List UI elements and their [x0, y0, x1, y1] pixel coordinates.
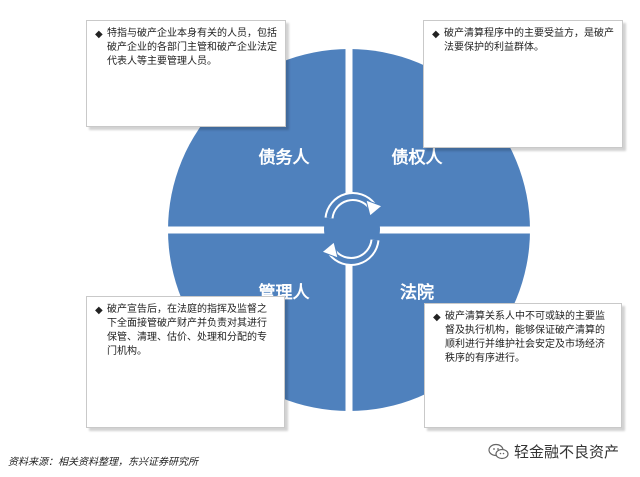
bullet-icon: ◆: [95, 29, 103, 40]
note-court-text: 破产清算关系人中不可或缺的主要监督及执行机构，能够保证破产清算的顺利进行并维护社…: [445, 311, 605, 364]
label-debtor: 债务人: [259, 147, 311, 168]
wechat-icon: [488, 443, 509, 459]
bullet-icon: ◆: [433, 312, 441, 323]
note-debtor: ◆ 特指与破产企业本身有关的人员，包括破产企业的各部门主管和破产企业法定代表人等…: [86, 20, 286, 127]
label-creditor: 债权人: [392, 147, 444, 168]
quadrant-top-left: [168, 49, 349, 230]
note-creditor-text: 破产清算程序中的主要受益方，是破产法要保护的利益群体。: [444, 28, 614, 53]
cycle-arrows-icon: [321, 192, 383, 266]
bullet-icon: ◆: [95, 305, 103, 316]
note-court: ◆ 破产清算关系人中不可或缺的主要监督及执行机构，能够保证破产清算的顺利进行并维…: [424, 303, 622, 428]
label-court: 法院: [400, 282, 434, 303]
brand-name: 轻金融不良资产: [514, 443, 620, 461]
note-administrator: ◆ 破产宣告后，在法庭的指挥及监督之下全面接管破产财产并负责对其进行保管、清理、…: [86, 296, 285, 428]
bullet-icon: ◆: [432, 29, 440, 40]
brand-watermark: 轻金融不良资产: [488, 441, 619, 462]
source-caption: 资料来源：相关资料整理，东兴证券研究所: [8, 457, 198, 468]
note-creditor: ◆ 破产清算程序中的主要受益方，是破产法要保护的利益群体。: [423, 20, 623, 148]
note-debtor-text: 特指与破产企业本身有关的人员，包括破产企业的各部门主管和破产企业法定代表人等主要…: [107, 28, 277, 67]
note-administrator-text: 破产宣告后，在法庭的指挥及监督之下全面接管破产财产并负责对其进行保管、清理、估价…: [107, 304, 267, 357]
